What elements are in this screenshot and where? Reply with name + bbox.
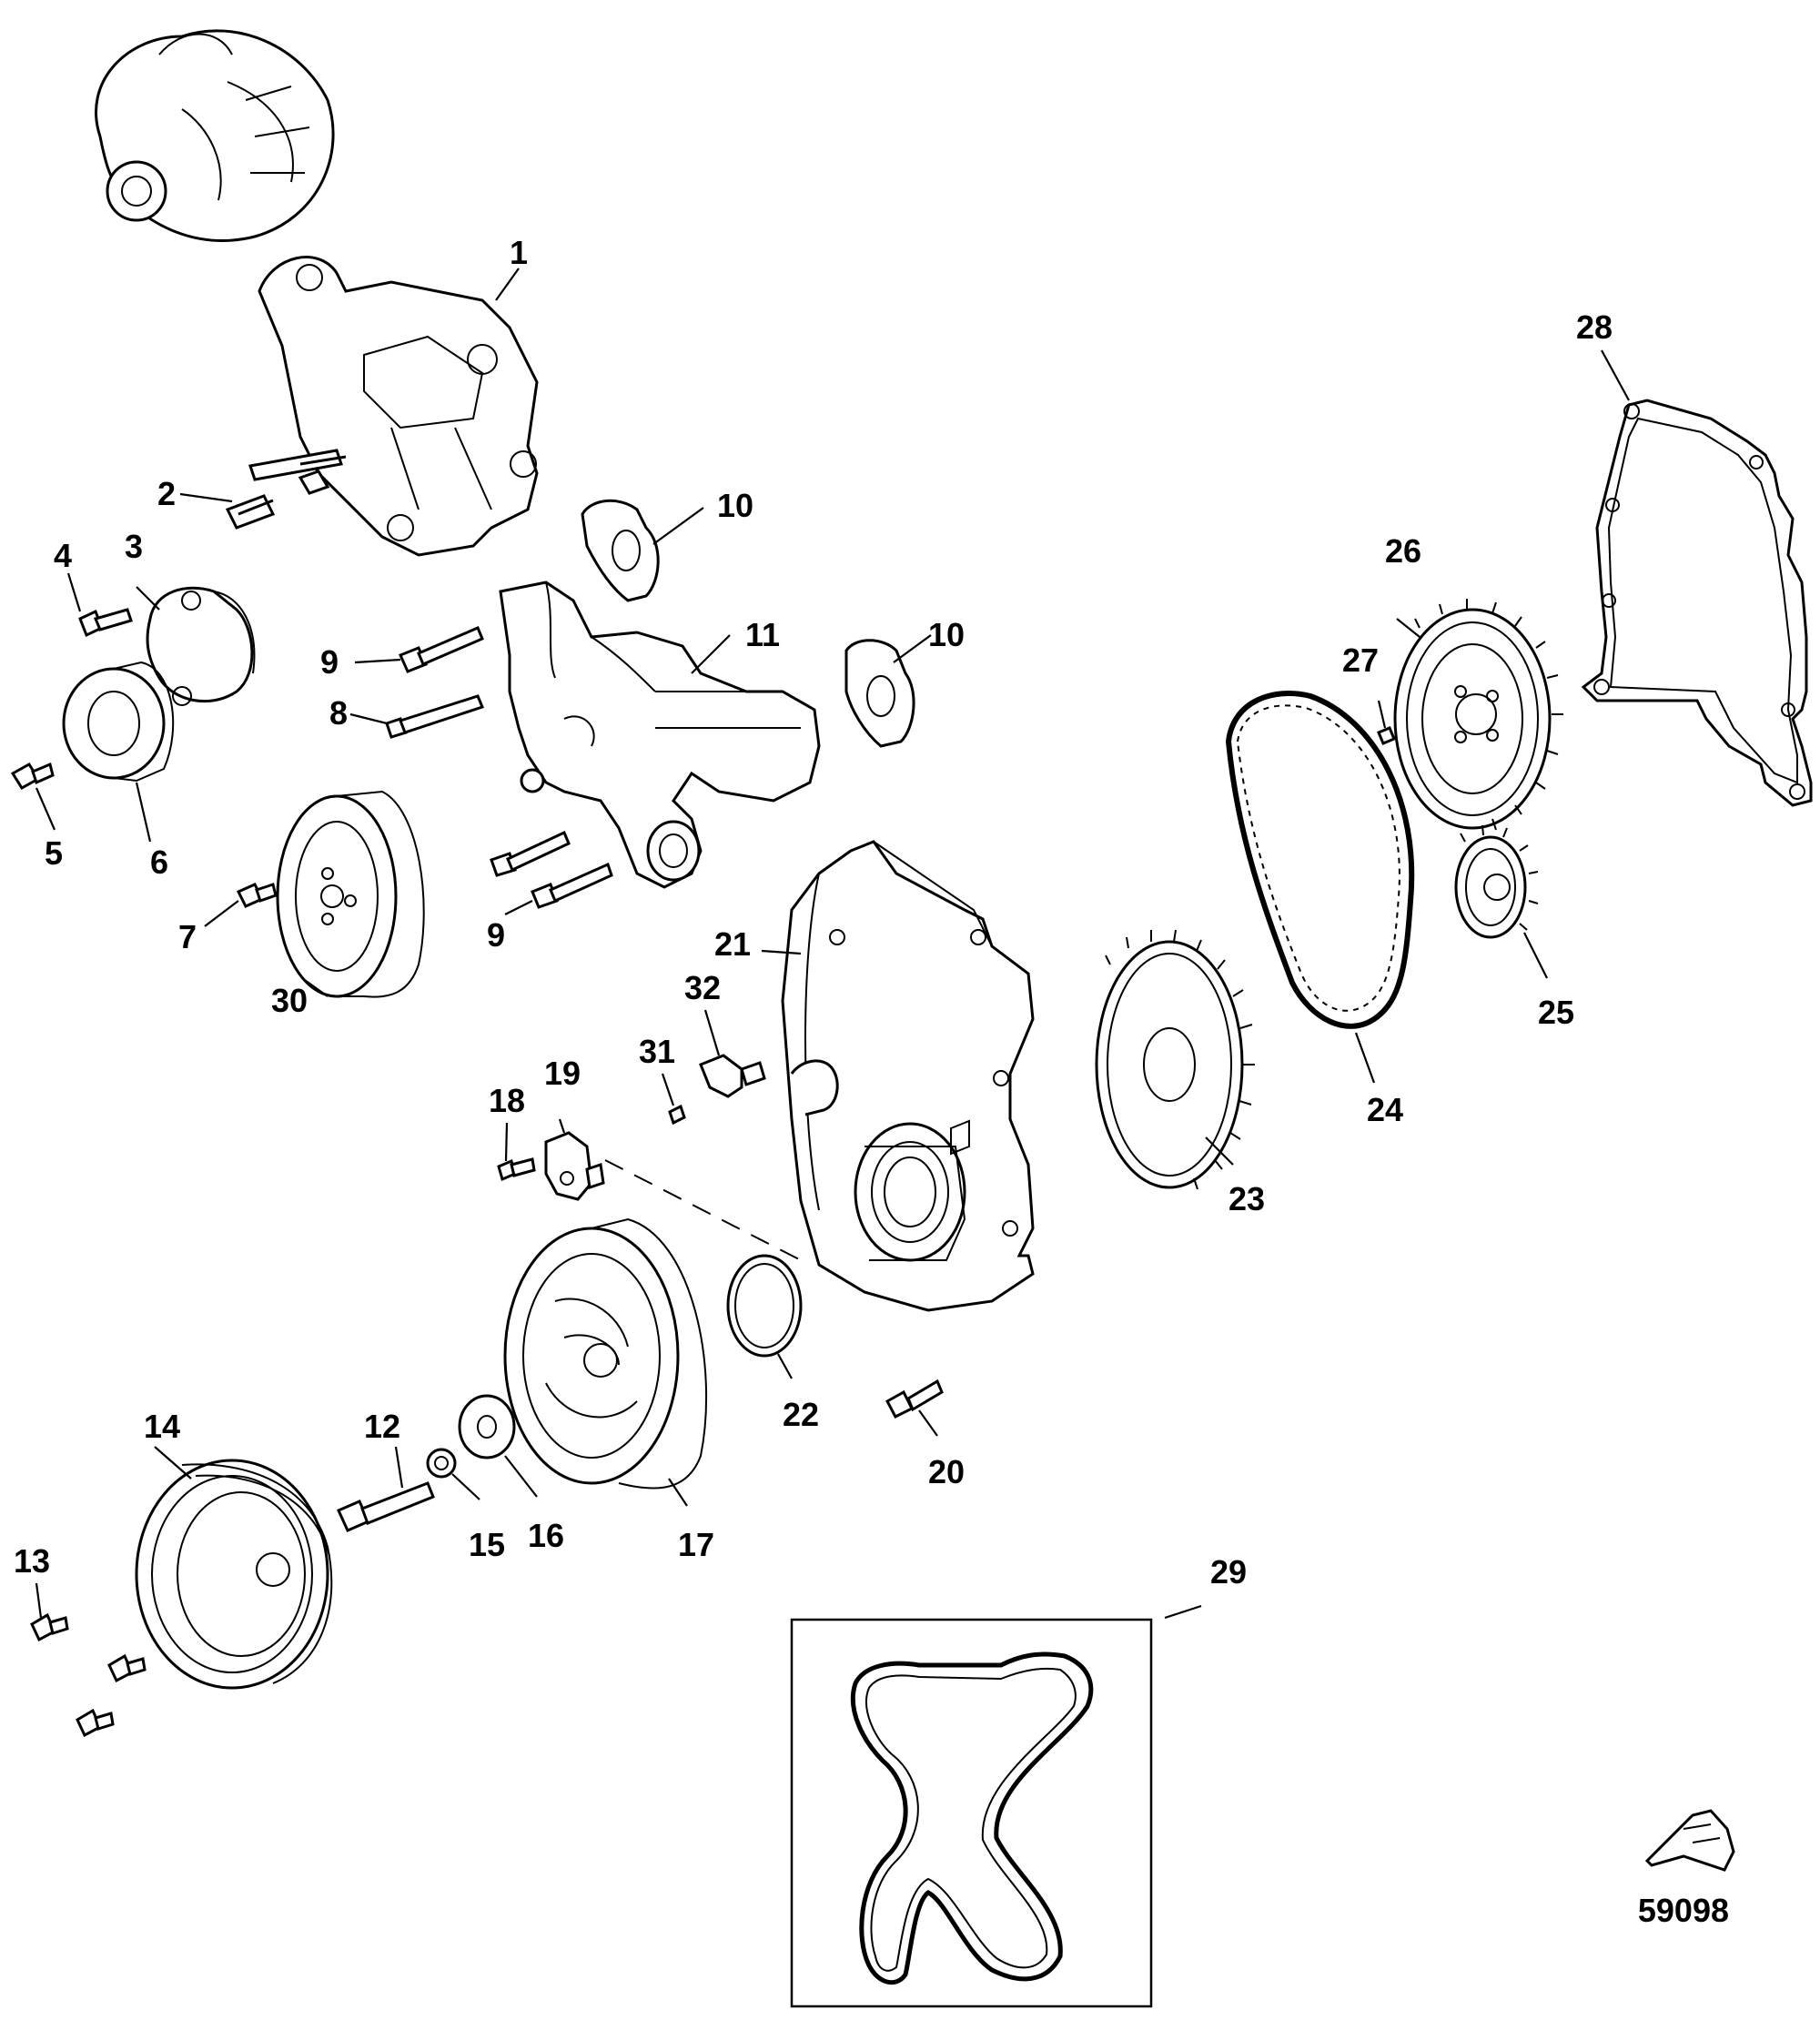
part-8-9-bolts: [385, 626, 613, 909]
part-6-idler-pulley: [62, 661, 175, 783]
engine-orientation-icon: [1644, 1809, 1735, 1872]
callout-18: 18: [489, 1082, 525, 1119]
callout-23: 23: [1228, 1180, 1265, 1217]
leader-lines: [35, 268, 1630, 1620]
power-steering-pump: [95, 29, 335, 242]
part-11-water-pump: [499, 581, 821, 889]
callout-labels: 1 2 3 4 5 6 7 8 9 9 10 10 11 12 13 14 15…: [14, 234, 1613, 1591]
part-15-lock-washer: [426, 1448, 457, 1479]
part-27-bolt: [1377, 726, 1396, 745]
callout-5: 5: [45, 834, 63, 872]
callout-11: 11: [745, 616, 780, 653]
callout-27: 27: [1342, 641, 1379, 679]
callout-22: 22: [783, 1396, 819, 1433]
figure-number: 59098: [1638, 1892, 1729, 1929]
callout-7: 7: [178, 918, 197, 955]
callout-3: 3: [125, 528, 143, 565]
callout-20: 20: [928, 1453, 965, 1490]
alignment-dashed-line: [604, 1159, 802, 1261]
part-19-sensor: [544, 1131, 605, 1201]
callout-28: 28: [1576, 308, 1613, 346]
callout-12: 12: [364, 1408, 400, 1445]
callout-16: 16: [528, 1517, 564, 1554]
callout-17: 17: [678, 1526, 714, 1563]
callout-9a: 9: [320, 643, 339, 681]
callout-31: 31: [639, 1033, 675, 1070]
callout-30: 30: [271, 982, 308, 1019]
part-4-bolt: [78, 608, 133, 638]
callout-19: 19: [544, 1055, 581, 1092]
callout-9b: 9: [487, 916, 505, 954]
part-21-timing-cover: [781, 840, 1035, 1312]
callout-24: 24: [1367, 1091, 1403, 1128]
callout-26: 26: [1385, 532, 1421, 570]
part-17-balancer: [503, 1217, 708, 1490]
part-1-bracket: [258, 256, 539, 557]
part-29-belt-box: [790, 1618, 1153, 2008]
part-12-bolt: [337, 1481, 435, 1532]
part-7-bolt: [236, 883, 278, 908]
callout-10b: 10: [928, 616, 965, 653]
part-2-bolts: [225, 449, 347, 530]
callout-32: 32: [684, 969, 721, 1006]
part-20-bolt: [885, 1379, 944, 1419]
part-30-pulley: [276, 790, 425, 998]
part-3-tensioner: [146, 586, 256, 706]
part-32-sensor: [699, 1054, 766, 1098]
part-22-seal: [726, 1254, 803, 1358]
part-26-sprocket: [1393, 599, 1563, 831]
callout-2: 2: [157, 475, 176, 512]
part-13-bolts: [30, 1612, 147, 1738]
callout-15: 15: [469, 1526, 505, 1563]
part-5-bolt: [10, 762, 55, 791]
callout-14: 14: [144, 1408, 180, 1445]
callout-10a: 10: [717, 487, 753, 524]
callout-6: 6: [150, 843, 168, 881]
part-14-crank-pulley: [135, 1459, 333, 1690]
callout-1: 1: [510, 234, 528, 271]
part-24-timing-chain: [1225, 691, 1415, 1029]
part-23-cam-sprocket: [1095, 929, 1255, 1190]
callout-21: 21: [714, 925, 751, 963]
callout-25: 25: [1538, 994, 1574, 1031]
callout-29: 29: [1210, 1553, 1247, 1591]
part-18-screw: [497, 1157, 536, 1182]
part-10-gaskets: [581, 499, 915, 748]
part-25-crank-sprocket: [1454, 824, 1539, 939]
part-16-washer: [458, 1394, 516, 1459]
part-31-screw: [668, 1104, 686, 1126]
callout-4: 4: [54, 537, 72, 574]
part-28-cover-gasket: [1581, 399, 1813, 807]
callout-8: 8: [329, 694, 348, 732]
callout-13: 13: [14, 1542, 50, 1580]
